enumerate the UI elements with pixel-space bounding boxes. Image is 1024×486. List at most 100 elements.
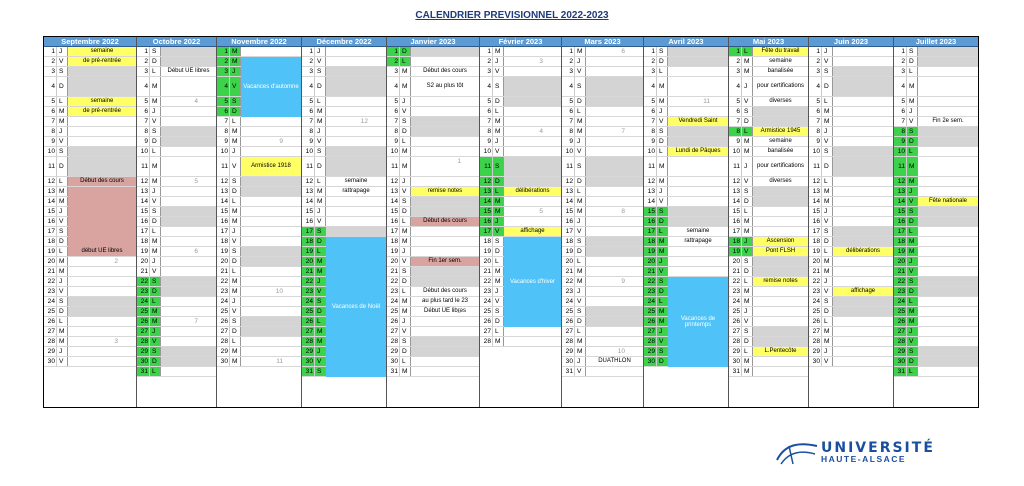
day-weekday: M — [822, 257, 833, 266]
day-weekday: S — [315, 367, 326, 376]
day-number: 8 — [480, 127, 493, 136]
day-number: 21 — [562, 267, 575, 276]
day-number: 4 — [809, 77, 822, 96]
day-number: 22 — [894, 277, 907, 286]
day-number: 5 — [562, 97, 575, 106]
day-event — [586, 227, 643, 236]
logo-line2: HAUTE-ALSACE — [821, 454, 907, 464]
day-event — [504, 47, 561, 56]
day-event — [504, 147, 561, 156]
day-number: 29 — [809, 347, 822, 356]
day-event — [411, 277, 479, 286]
day-event: Début des cours — [411, 217, 479, 226]
day-event — [918, 367, 978, 376]
day-event: délibérations — [504, 187, 561, 196]
day-event — [504, 177, 561, 186]
day-event — [161, 107, 216, 116]
day-weekday: V — [742, 177, 753, 186]
day-event — [161, 357, 216, 366]
day-event — [753, 107, 808, 116]
day-event — [241, 357, 301, 366]
day-number: 4 — [894, 77, 907, 96]
day-event — [918, 317, 978, 326]
day-number: 6 — [809, 107, 822, 116]
week-number: 7 — [194, 318, 198, 325]
day-number: 21 — [809, 267, 822, 276]
day-number: 31 — [302, 367, 315, 376]
week-number: 2 — [114, 258, 118, 265]
day-event — [586, 267, 643, 276]
day-number: 15 — [894, 207, 907, 216]
day-weekday: L — [907, 367, 918, 376]
day-event — [833, 67, 893, 76]
day-weekday: M — [575, 207, 586, 216]
day-number: 11 — [387, 157, 400, 176]
day-number: 18 — [387, 237, 400, 246]
day-weekday: S — [57, 297, 68, 306]
day-number: 9 — [644, 137, 657, 146]
day-number: 8 — [137, 127, 150, 136]
day-weekday: L — [57, 247, 68, 256]
day-weekday: V — [315, 217, 326, 226]
day-weekday: S — [907, 207, 918, 216]
day-weekday: V — [575, 227, 586, 236]
day-weekday: D — [907, 57, 918, 66]
day-event: semaine — [769, 138, 792, 144]
day-event — [411, 367, 479, 376]
day-event: remise notes — [753, 277, 808, 286]
day-weekday: J — [150, 327, 161, 336]
day-number: 4 — [729, 77, 742, 96]
day-event — [918, 267, 978, 276]
day-weekday: M — [150, 157, 161, 176]
day-weekday: L — [57, 317, 68, 326]
day-number: 23 — [217, 287, 230, 296]
day-event — [668, 197, 728, 206]
day-number: 23 — [387, 287, 400, 296]
day-number: 12 — [44, 177, 57, 186]
day-number: 7 — [644, 117, 657, 126]
day-event — [586, 157, 643, 176]
day-number: 25 — [44, 307, 57, 316]
day-event — [411, 97, 479, 106]
day-weekday: M — [57, 117, 68, 126]
day-number: 4 — [137, 77, 150, 96]
day-event — [161, 97, 216, 106]
day-weekday: J — [230, 67, 241, 76]
day-number: 10 — [217, 147, 230, 156]
day-weekday: M — [822, 337, 833, 346]
day-weekday: S — [657, 47, 668, 56]
month-header: Mai 2023 — [729, 37, 808, 47]
day-number: 3 — [562, 67, 575, 76]
day-weekday: M — [315, 117, 326, 126]
day-event: semaine — [68, 97, 136, 106]
day-number: 14 — [562, 197, 575, 206]
day-weekday: J — [400, 247, 411, 256]
day-event — [833, 57, 893, 66]
day-event — [586, 97, 643, 106]
